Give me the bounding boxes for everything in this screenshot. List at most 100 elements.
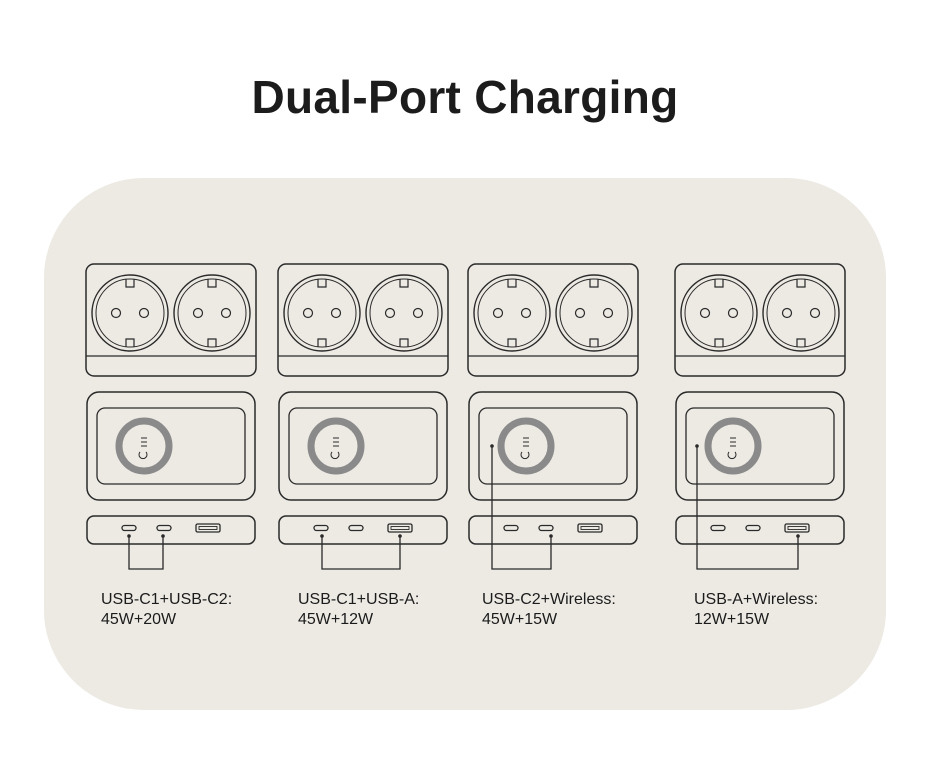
socket-face bbox=[95, 278, 165, 348]
qi-logo-icon bbox=[727, 437, 737, 460]
usb-a-port bbox=[195, 523, 221, 533]
schuko-socket bbox=[173, 274, 251, 352]
socket-hole bbox=[110, 307, 122, 319]
socket-hole bbox=[520, 307, 532, 319]
socket-housing bbox=[277, 263, 449, 377]
mode-label-4: USB-A+Wireless: 12W+15W bbox=[694, 590, 818, 630]
qi-logo-icon bbox=[138, 437, 148, 460]
connector-dot bbox=[320, 534, 324, 538]
socket-face bbox=[559, 278, 629, 348]
earth-clip bbox=[399, 338, 409, 347]
connector-dot bbox=[796, 534, 800, 538]
schuko-socket bbox=[555, 274, 633, 352]
port-strip bbox=[468, 515, 638, 545]
socket-hole bbox=[727, 307, 739, 319]
usb-c-port bbox=[348, 524, 364, 532]
mode-wattage: 45W+12W bbox=[298, 611, 374, 628]
earth-clip bbox=[796, 338, 806, 347]
mode-label-1: USB-C1+USB-C2: 45W+20W bbox=[101, 590, 232, 630]
socket-hole bbox=[574, 307, 586, 319]
mode-label-3: USB-C2+Wireless: 45W+15W bbox=[482, 590, 616, 630]
port-strip bbox=[278, 515, 448, 545]
mode-wattage: 45W+15W bbox=[482, 611, 558, 628]
wireless-charging-ring bbox=[307, 417, 365, 475]
socket-hole bbox=[699, 307, 711, 319]
socket-rim bbox=[762, 274, 840, 352]
usb-a-tongue bbox=[198, 526, 218, 530]
socket-hole bbox=[192, 307, 204, 319]
connector-dot bbox=[161, 534, 165, 538]
wireless-block bbox=[468, 391, 638, 501]
diagram-panel bbox=[44, 178, 886, 710]
power-strip-unit-3 bbox=[467, 263, 639, 545]
connector-dot bbox=[695, 444, 699, 448]
earth-clip bbox=[125, 279, 135, 288]
socket-face bbox=[766, 278, 836, 348]
earth-clip bbox=[125, 338, 135, 347]
schuko-socket bbox=[91, 274, 169, 352]
socket-face bbox=[369, 278, 439, 348]
connector-dot bbox=[127, 534, 131, 538]
usb-a-port bbox=[387, 523, 413, 533]
earth-clip bbox=[796, 279, 806, 288]
earth-clip bbox=[714, 279, 724, 288]
qi-logo-icon bbox=[330, 437, 340, 460]
usb-c-port bbox=[156, 524, 172, 532]
socket-rim bbox=[680, 274, 758, 352]
mode-label-2: USB-C1+USB-A: 45W+12W bbox=[298, 590, 419, 630]
power-strip-unit-2 bbox=[277, 263, 449, 545]
mode-connector-3 bbox=[491, 446, 552, 570]
connector-dot bbox=[549, 534, 553, 538]
page-title: Dual-Port Charging bbox=[251, 71, 679, 123]
earth-clip bbox=[317, 279, 327, 288]
earth-clip bbox=[207, 279, 217, 288]
earth-clip bbox=[507, 338, 517, 347]
wireless-charging-ring bbox=[497, 417, 555, 475]
wireless-pad bbox=[685, 407, 835, 485]
qi-logo-icon bbox=[520, 437, 530, 460]
port-strip bbox=[675, 515, 845, 545]
earth-clip bbox=[317, 338, 327, 347]
socket-rim bbox=[365, 274, 443, 352]
socket-face bbox=[477, 278, 547, 348]
socket-rim bbox=[555, 274, 633, 352]
usb-a-port bbox=[784, 523, 810, 533]
socket-face bbox=[287, 278, 357, 348]
wireless-block bbox=[278, 391, 448, 501]
earth-clip bbox=[589, 279, 599, 288]
power-strip-unit-4 bbox=[674, 263, 846, 545]
earth-clip bbox=[507, 279, 517, 288]
mode-combination: USB-C2+Wireless: bbox=[482, 591, 616, 608]
mode-combination: USB-C1+USB-A: bbox=[298, 591, 420, 608]
socket-housing bbox=[674, 263, 846, 377]
socket-housing bbox=[85, 263, 257, 377]
usb-c-port bbox=[503, 524, 519, 532]
earth-clip bbox=[714, 338, 724, 347]
socket-hole bbox=[302, 307, 314, 319]
schuko-socket bbox=[680, 274, 758, 352]
socket-hole bbox=[330, 307, 342, 319]
socket-hole bbox=[781, 307, 793, 319]
schuko-socket bbox=[762, 274, 840, 352]
wireless-charging-ring bbox=[704, 417, 762, 475]
wireless-block bbox=[86, 391, 256, 501]
socket-hole bbox=[138, 307, 150, 319]
mode-wattage: 12W+15W bbox=[694, 611, 770, 628]
usb-c-port bbox=[121, 524, 137, 532]
usb-c-port bbox=[538, 524, 554, 532]
earth-clip bbox=[207, 338, 217, 347]
socket-hole bbox=[809, 307, 821, 319]
socket-rim bbox=[91, 274, 169, 352]
wireless-pad bbox=[96, 407, 246, 485]
port-strip bbox=[86, 515, 256, 545]
wireless-pad bbox=[288, 407, 438, 485]
socket-hole bbox=[384, 307, 396, 319]
mode-connector-4 bbox=[696, 446, 799, 570]
socket-hole bbox=[492, 307, 504, 319]
schuko-socket bbox=[283, 274, 361, 352]
schuko-socket bbox=[365, 274, 443, 352]
usb-a-tongue bbox=[787, 526, 807, 530]
earth-clip bbox=[589, 338, 599, 347]
socket-rim bbox=[473, 274, 551, 352]
